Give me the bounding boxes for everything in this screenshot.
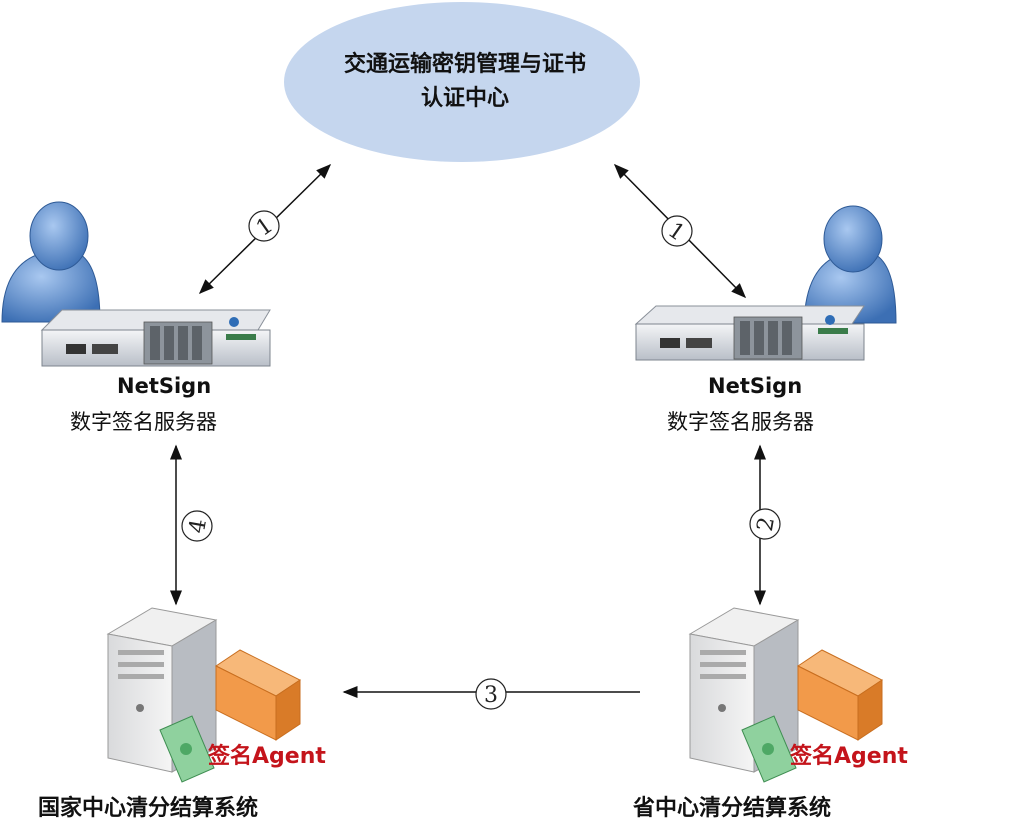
netsign-server-left-icon [40, 309, 271, 367]
user-icon-left [1, 201, 101, 323]
svg-text:3: 3 [484, 683, 498, 708]
right-agent-label: 签名Agent [790, 744, 908, 769]
right-server-subtitle: 数字签名服务器 [667, 410, 814, 434]
ca-title: 交通运输密钥管理与证书 认证中心 [285, 48, 645, 116]
package-box-right-icon [797, 649, 883, 741]
ticket-left-icon [159, 715, 215, 783]
svg-text:2: 2 [753, 515, 780, 533]
left-system-label: 国家中心清分结算系统 [38, 796, 259, 821]
package-box-left-icon [215, 649, 301, 741]
right-system-label: 省中心清分结算系统 [633, 796, 832, 821]
right-server-name: NetSign [708, 374, 803, 398]
left-server-name: NetSign [117, 374, 212, 398]
left-server-subtitle: 数字签名服务器 [70, 410, 217, 434]
step-marker-right-top: 1 [661, 215, 693, 247]
ca-title-line1: 交通运输密钥管理与证书 [343, 52, 586, 77]
left-agent-label: 签名Agent [208, 744, 326, 769]
ca-title-line2: 认证中心 [420, 86, 509, 111]
ticket-right-icon [741, 715, 797, 783]
step-marker-bottom: 3 [475, 678, 507, 710]
netsign-server-right-icon [634, 305, 865, 361]
step-marker-right-mid: 2 [749, 508, 781, 540]
ca-ellipse [284, 2, 640, 162]
user-icon-right [803, 205, 897, 324]
svg-text:4: 4 [185, 517, 212, 535]
step-marker-left-top: 1 [248, 210, 280, 242]
step-marker-left-mid: 4 [181, 510, 213, 542]
